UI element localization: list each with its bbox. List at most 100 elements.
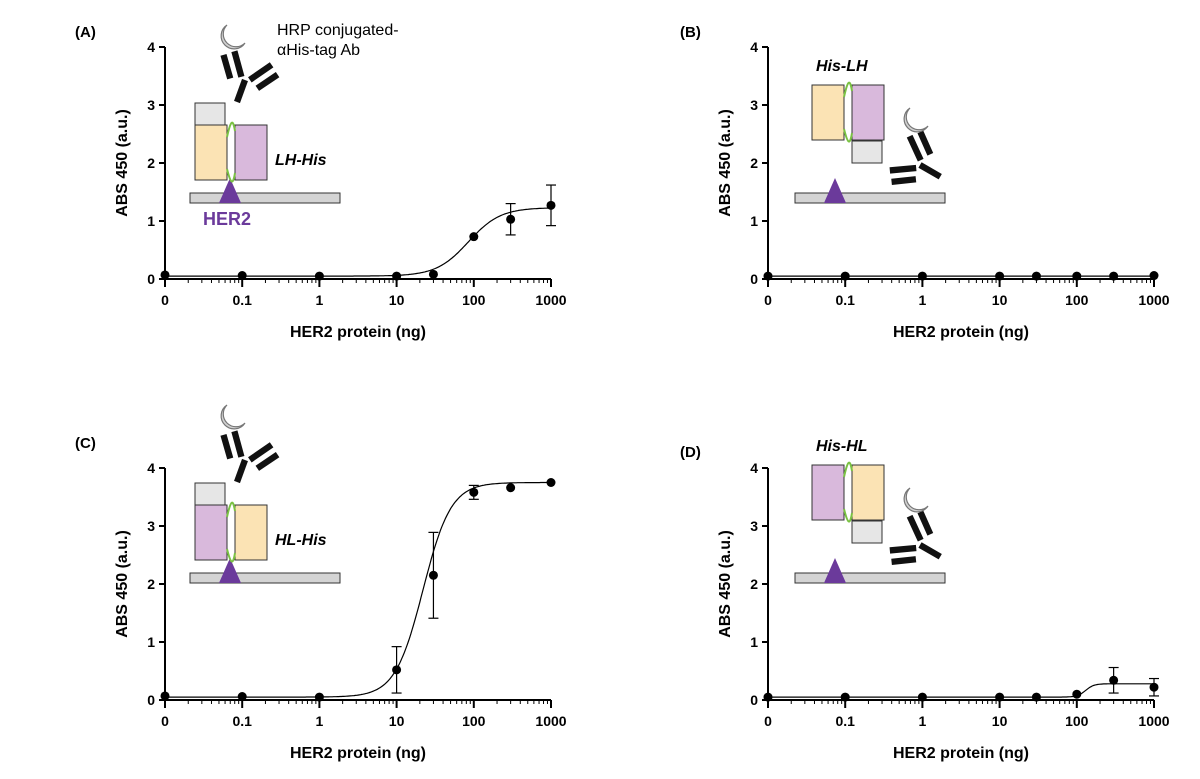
antibody-fc-stem [918, 542, 942, 560]
hrp-crescent [903, 107, 929, 133]
hrp-crescent [220, 24, 246, 50]
hrp-enzyme-icon [903, 487, 929, 513]
panel-label: (C) [75, 435, 96, 452]
construct-label: HL-His [275, 532, 327, 549]
x-tick-label: 1000 [535, 713, 566, 729]
data-point [1072, 271, 1082, 281]
y-tick-label: 3 [750, 97, 758, 113]
x-tick-label: 0 [161, 713, 169, 729]
x-tick-label: 0 [764, 713, 772, 729]
hrp-crescent [220, 404, 246, 430]
y-tick-label: 2 [750, 576, 758, 592]
hrp-enzyme-icon [220, 24, 246, 50]
y-tick-label: 2 [750, 155, 758, 171]
hrp-antibody-label-line2: αHis-tag Ab [277, 42, 360, 59]
data-point [1072, 689, 1082, 699]
antibody-light-arms [220, 54, 280, 91]
domain-left [811, 84, 845, 141]
y-tick-label: 1 [147, 634, 155, 650]
y-tick-label: 2 [147, 155, 155, 171]
data-point [763, 271, 773, 281]
linker-bottom [226, 168, 236, 183]
data-point [506, 214, 516, 224]
y-tick-label: 4 [750, 460, 758, 476]
y-tick-label: 0 [750, 692, 758, 708]
his-tag-box [851, 520, 883, 544]
y-axis-title: ABS 450 (a.u.) [114, 530, 131, 638]
antibody-icon [220, 50, 280, 104]
data-point [392, 665, 402, 675]
y-tick-label: 3 [750, 518, 758, 534]
y-tick-label: 0 [147, 692, 155, 708]
y-tick-label: 3 [147, 518, 155, 534]
x-axis-title: HER2 protein (ng) [893, 745, 1029, 762]
linker-bottom [843, 128, 853, 143]
data-point [160, 270, 170, 280]
data-point [1109, 271, 1119, 281]
data-point [1031, 271, 1041, 281]
domain-left [811, 464, 845, 521]
his-tag-box [194, 482, 226, 506]
x-tick-label: 0 [161, 292, 169, 308]
x-axis-title: HER2 protein (ng) [290, 324, 426, 341]
y-tick-label: 2 [147, 576, 155, 592]
x-tick-label: 100 [462, 292, 486, 308]
domain-right [234, 124, 268, 181]
domain-left [194, 124, 228, 181]
x-axis-title: HER2 protein (ng) [290, 745, 426, 762]
x-tick-label: 10 [992, 292, 1008, 308]
y-tick-label: 1 [147, 213, 155, 229]
antibody-heavy-arms [231, 430, 274, 463]
her2-triangle-icon [219, 558, 241, 583]
domain-right [851, 464, 885, 521]
y-tick-label: 4 [147, 460, 155, 476]
data-point [1149, 682, 1159, 692]
x-tick-label: 1 [919, 713, 927, 729]
x-axis-title: HER2 protein (ng) [893, 324, 1029, 341]
data-point [469, 232, 479, 242]
y-axis-title: ABS 450 (a.u.) [114, 109, 131, 217]
her2-triangle-icon [824, 558, 846, 583]
scfv-diagram: His-HL [794, 438, 946, 584]
y-tick-label: 0 [750, 271, 758, 287]
data-point [314, 692, 324, 702]
y-tick-label: 4 [147, 39, 155, 55]
her2-triangle-icon [824, 178, 846, 203]
data-point [995, 271, 1005, 281]
data-point [995, 692, 1005, 702]
linker-top [843, 81, 853, 98]
antibody-heavy-arms [889, 134, 924, 174]
y-axis-title: ABS 450 (a.u.) [717, 109, 734, 217]
antibody-heavy-arms [231, 50, 274, 83]
data-point [237, 271, 247, 281]
hrp-antibody-label-line1: HRP conjugated- [277, 22, 399, 39]
plate-surface [794, 572, 946, 584]
data-point [1109, 675, 1119, 685]
data-point [469, 487, 479, 497]
x-tick-label: 10 [992, 713, 1008, 729]
domain-right [851, 84, 885, 141]
x-tick-label: 10 [389, 713, 405, 729]
construct-label: LH-His [275, 152, 327, 169]
data-point [314, 271, 324, 281]
x-tick-label: 1000 [535, 292, 566, 308]
her2-label: HER2 [203, 209, 251, 229]
data-point [160, 691, 170, 701]
antibody-light-arms [891, 130, 934, 185]
x-tick-label: 0.1 [232, 292, 252, 308]
hrp-enzyme-icon [220, 404, 246, 430]
x-tick-label: 0.1 [835, 713, 855, 729]
x-tick-label: 0 [764, 292, 772, 308]
his-tag-box [194, 102, 226, 126]
data-point [392, 271, 402, 281]
x-tick-label: 100 [1065, 713, 1089, 729]
domain-right [234, 504, 268, 561]
antibody-icon [889, 510, 942, 565]
antibody-heavy-arms [889, 514, 924, 554]
hrp-enzyme-icon [903, 107, 929, 133]
data-point [1149, 271, 1159, 281]
